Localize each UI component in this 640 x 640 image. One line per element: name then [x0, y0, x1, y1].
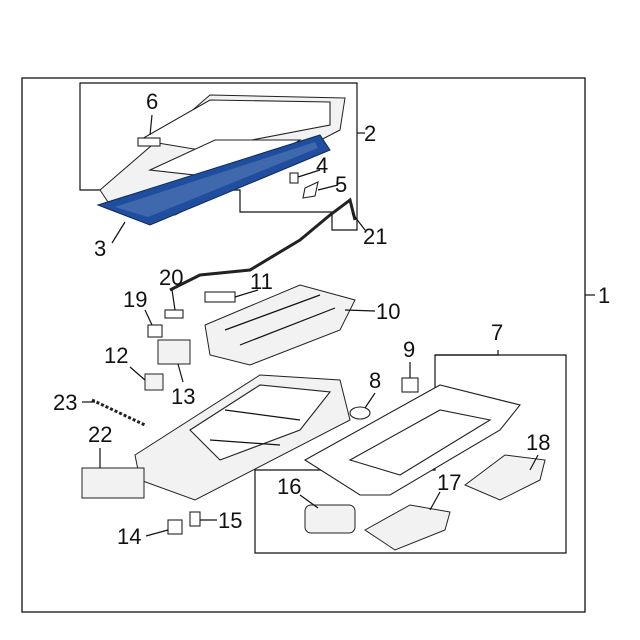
clip-14	[167, 519, 183, 535]
callout-12: 12	[104, 343, 128, 368]
callout-5: 5	[335, 172, 347, 197]
callout-18: 18	[526, 430, 550, 455]
callout-4: 4	[316, 153, 328, 178]
clip-15	[189, 511, 201, 527]
callout-13: 13	[171, 384, 195, 409]
callout-3: 3	[94, 236, 106, 261]
callout-11: 11	[250, 269, 273, 294]
bracket-20	[164, 309, 184, 319]
callout-9: 9	[403, 337, 415, 362]
harness-22	[81, 467, 145, 499]
plug-8	[349, 406, 371, 420]
callout-10: 10	[376, 299, 400, 324]
leader-lines	[82, 114, 539, 537]
harness-21	[169, 197, 357, 292]
callout-17: 17	[437, 470, 461, 495]
callout-19: 19	[123, 287, 147, 312]
callout-20: 20	[159, 265, 183, 290]
bracket-11	[204, 291, 236, 303]
battery-tray-top	[204, 284, 356, 366]
module-13	[157, 339, 191, 365]
callout-2: 2	[364, 121, 376, 146]
cover-18	[464, 454, 546, 501]
callout-1: 1	[598, 283, 610, 308]
assembly-frame	[21, 77, 586, 613]
part-5	[302, 181, 319, 199]
relay-12	[144, 373, 164, 391]
callout-23: 23	[53, 390, 77, 415]
seal-gasket	[96, 134, 331, 226]
callout-16: 16	[277, 474, 301, 499]
frame-group-box	[254, 354, 567, 554]
callout-8: 8	[369, 368, 381, 393]
callout-6: 6	[146, 89, 158, 114]
cover-17	[364, 504, 451, 551]
battery-pack	[134, 374, 351, 501]
callout-7: 7	[491, 320, 503, 345]
callout-14: 14	[117, 524, 141, 549]
lower-frame	[303, 384, 521, 496]
part-4	[289, 172, 299, 184]
callout-22: 22	[88, 422, 112, 447]
vent-9	[401, 377, 419, 393]
cover-16	[304, 504, 356, 534]
callout-15: 15	[218, 508, 242, 533]
bracket-19	[147, 324, 163, 338]
callout-21: 21	[363, 224, 387, 249]
